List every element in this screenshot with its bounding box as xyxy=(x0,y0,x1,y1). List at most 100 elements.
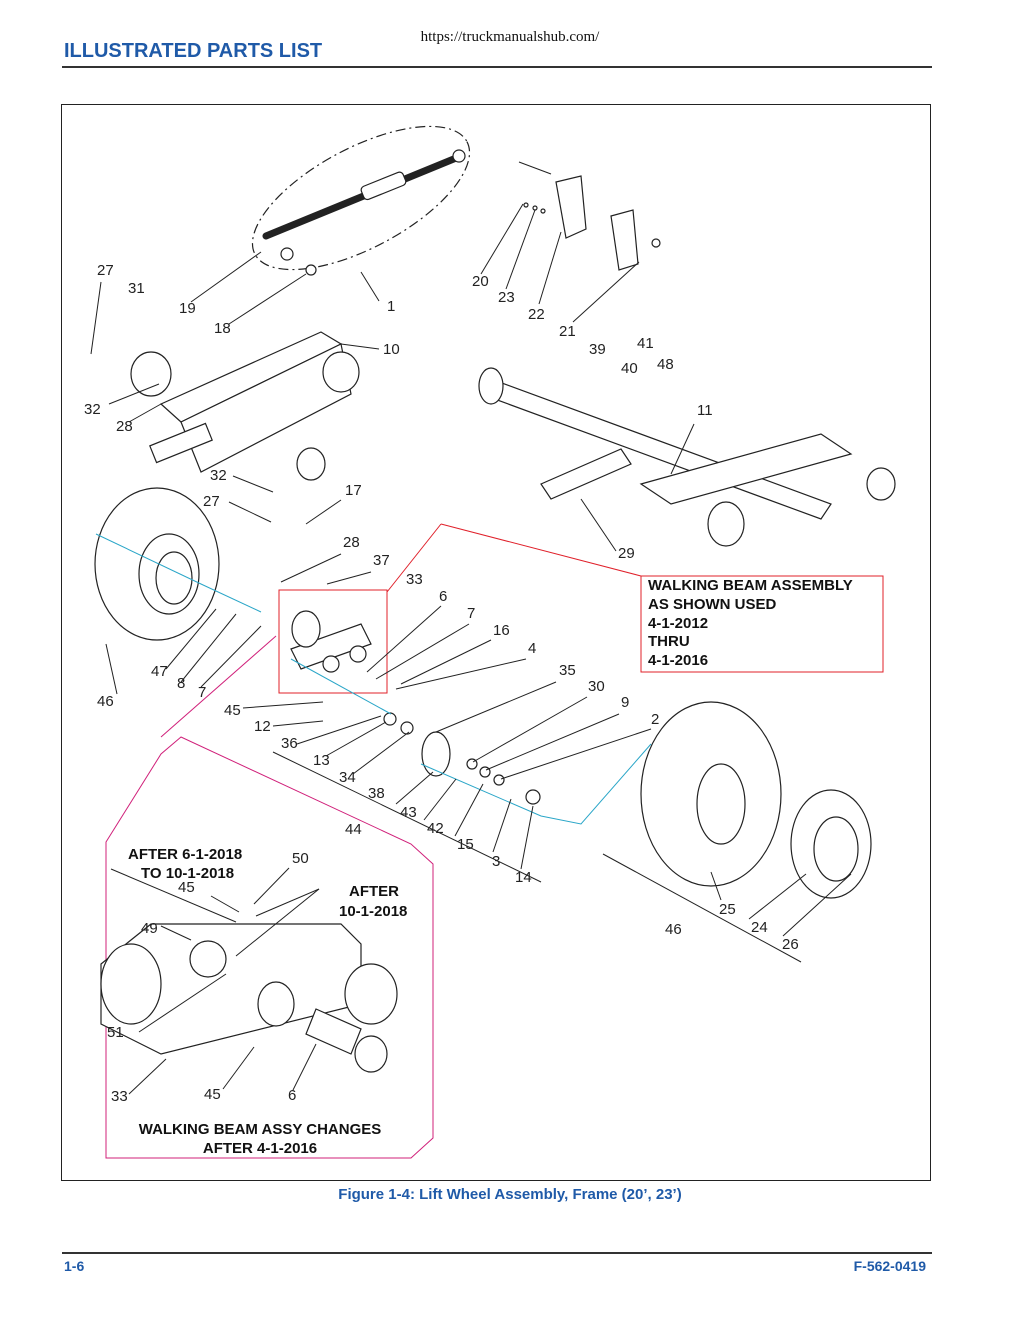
figure-caption: Figure 1-4: Lift Wheel Assembly, Frame (… xyxy=(338,1186,682,1203)
callout-7: 7 xyxy=(467,605,475,622)
callout-4: 4 xyxy=(528,640,536,657)
callout-9: 9 xyxy=(621,694,629,711)
callout-50: 50 xyxy=(292,850,309,867)
note-changes-1: WALKING BEAM ASSY CHANGES xyxy=(139,1121,382,1138)
callout-13: 13 xyxy=(313,752,330,769)
callout-23: 23 xyxy=(498,289,515,306)
callout-22: 22 xyxy=(528,306,545,323)
walking-beam-note: WALKING BEAM ASSEMBLY AS SHOWN USED 4-1-… xyxy=(648,577,853,669)
note-after: AFTER xyxy=(349,883,399,900)
magenta-leader-line xyxy=(160,635,277,738)
callout-28: 28 xyxy=(116,418,133,435)
callout-44: 44 xyxy=(345,821,362,838)
note-line-5: 4-1-2016 xyxy=(648,652,708,669)
callout-45b: 45 xyxy=(178,879,195,896)
callout-14: 14 xyxy=(515,869,532,886)
parts-diagram: 1 2 3 4 6 7 7 8 9 10 11 12 13 14 15 16 1… xyxy=(84,125,896,1159)
callout-18: 18 xyxy=(214,320,231,337)
callout-17: 17 xyxy=(345,482,362,499)
callout-45c: 45 xyxy=(204,1086,221,1103)
note-changes-2: AFTER 4-1-2016 xyxy=(203,1140,317,1157)
callout-32b: 32 xyxy=(210,467,227,484)
callout-42: 42 xyxy=(427,820,444,837)
document-number: F-562-0419 xyxy=(853,1258,926,1274)
callout-40: 40 xyxy=(621,360,638,377)
callout-43: 43 xyxy=(400,804,417,821)
mount-brackets-drawing xyxy=(518,161,661,271)
callout-38: 38 xyxy=(368,785,385,802)
callout-10: 10 xyxy=(383,341,400,358)
callout-25: 25 xyxy=(719,901,736,918)
callout-37: 37 xyxy=(373,552,390,569)
callout-41: 41 xyxy=(637,335,654,352)
callout-48: 48 xyxy=(657,356,674,373)
callout-51: 51 xyxy=(107,1024,124,1041)
assembly-centerlines xyxy=(95,533,652,825)
callout-11: 11 xyxy=(697,402,713,419)
callout-3: 3 xyxy=(492,853,500,870)
hub-spindle-drawing xyxy=(383,712,541,805)
callout-28b: 28 xyxy=(343,534,360,551)
red-leader-line xyxy=(386,523,442,593)
figure-frame xyxy=(61,104,931,1181)
callout-16: 16 xyxy=(493,622,510,639)
callout-30: 30 xyxy=(588,678,605,695)
callout-26: 26 xyxy=(782,936,799,953)
callout-21: 21 xyxy=(559,323,576,340)
walking-beam-drawing xyxy=(278,589,388,694)
note-line-1: WALKING BEAM ASSEMBLY xyxy=(648,577,853,594)
callout-6: 6 xyxy=(439,588,447,605)
leader-lines xyxy=(90,203,852,1095)
header-rule xyxy=(62,66,932,68)
walking-beam-note-box xyxy=(640,575,884,673)
callout-27: 27 xyxy=(97,262,114,279)
callout-12: 12 xyxy=(254,718,271,735)
note-line-2: AS SHOWN USED xyxy=(648,596,777,613)
callout-35: 35 xyxy=(559,662,576,679)
callout-15: 15 xyxy=(457,836,474,853)
callout-46b: 46 xyxy=(665,921,682,938)
note-10-1-2018: 10-1-2018 xyxy=(339,903,407,920)
callout-34: 34 xyxy=(339,769,356,786)
left-tire-drawing xyxy=(94,487,220,641)
note-after-6-1-2018: AFTER 6-1-2018 xyxy=(128,846,242,863)
source-url[interactable]: https://truckmanualshub.com/ xyxy=(420,29,600,45)
callout-2: 2 xyxy=(651,711,659,728)
callout-20: 20 xyxy=(472,273,489,290)
callout-45: 45 xyxy=(224,702,241,719)
explode-baseline-hub xyxy=(272,751,542,883)
callout-49: 49 xyxy=(141,920,158,937)
explode-baseline-wheel xyxy=(602,853,802,963)
callout-1: 1 xyxy=(387,298,395,315)
callout-32: 32 xyxy=(84,401,101,418)
callout-33b: 33 xyxy=(111,1088,128,1105)
note-to-10-1-2018: TO 10-1-2018 xyxy=(141,865,234,882)
right-frame-drawing xyxy=(478,367,896,547)
callout-47: 47 xyxy=(151,663,168,680)
callout-39: 39 xyxy=(589,341,606,358)
page-number: 1-6 xyxy=(64,1258,85,1274)
cylinder-assembly-drawing xyxy=(251,125,471,276)
page-title: ILLUSTRATED PARTS LIST xyxy=(64,40,323,62)
callout-8: 8 xyxy=(177,675,185,692)
callout-27b: 27 xyxy=(203,493,220,510)
note-line-3: 4-1-2012 xyxy=(648,615,708,632)
callout-33: 33 xyxy=(406,571,423,588)
callout-31: 31 xyxy=(128,280,145,297)
note-line-4: THRU xyxy=(648,633,690,650)
red-leader-line-2 xyxy=(440,523,642,577)
right-tire-drawing xyxy=(640,701,872,899)
callout-24: 24 xyxy=(751,919,768,936)
inset-beam-drawing xyxy=(100,923,398,1073)
inset-notes: AFTER 6-1-2018 TO 10-1-2018 AFTER 10-1-2… xyxy=(128,846,407,1157)
footer-rule xyxy=(62,1252,932,1254)
callout-19: 19 xyxy=(179,300,196,317)
callout-7b: 7 xyxy=(198,684,206,701)
changes-inset-box xyxy=(105,736,434,1159)
callout-6b: 6 xyxy=(288,1087,296,1104)
callout-29: 29 xyxy=(618,545,635,562)
callout-36: 36 xyxy=(281,735,298,752)
callout-labels: 1 2 3 4 6 7 7 8 9 10 11 12 13 14 15 16 1… xyxy=(84,262,799,1105)
callout-46: 46 xyxy=(97,693,114,710)
left-frame-drawing xyxy=(130,331,360,481)
